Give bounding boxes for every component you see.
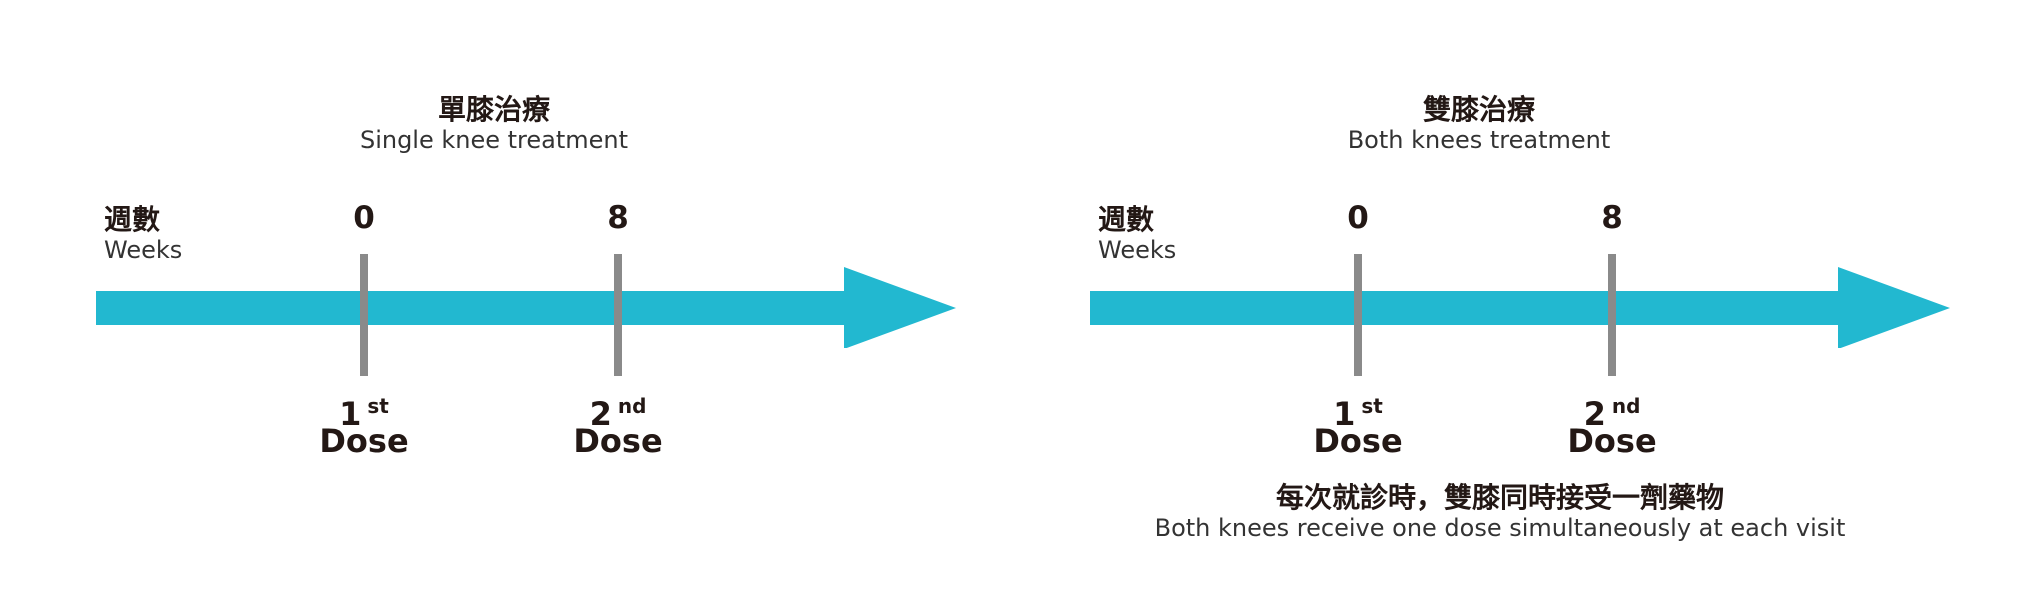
axis-label-en: Weeks	[1098, 236, 1177, 264]
axis-label-zh: 週數	[104, 203, 161, 236]
arrow-shaft	[1090, 291, 1840, 325]
both-knees-panel: 雙膝治療 Both knees treatment 週數 Weeks 0 8 1…	[1000, 0, 2000, 599]
dose-number: 2	[589, 395, 612, 433]
first-dose-label: Dose	[1313, 422, 1403, 460]
timeline-arrow	[96, 267, 956, 348]
week-8-tick	[1608, 254, 1616, 376]
dose-suffix: nd	[617, 394, 647, 418]
first-dose-label: Dose	[319, 422, 409, 460]
axis-label-zh: 週數	[1098, 203, 1155, 236]
panel-title-zh: 雙膝治療	[1422, 93, 1535, 126]
dose-number: 1	[339, 395, 362, 433]
dose-suffix: st	[367, 394, 389, 418]
week-label-0: 0	[353, 200, 375, 236]
dose-number: 2	[1583, 395, 1606, 433]
simultaneous-note-en: Both knees receive one dose simultaneous…	[1154, 514, 1846, 542]
dose-suffix: st	[1361, 394, 1383, 418]
panel-title-en: Single knee treatment	[359, 126, 629, 154]
second-dose-label: Dose	[1567, 422, 1657, 460]
second-dose-label: Dose	[573, 422, 663, 460]
axis-label-en: Weeks	[104, 236, 183, 264]
dose-suffix: nd	[1611, 394, 1641, 418]
arrow-head	[844, 267, 956, 348]
timeline-arrow	[1090, 267, 1950, 348]
panel-title-zh: 單膝治療	[437, 93, 550, 126]
week-8-tick	[614, 254, 622, 376]
simultaneous-note-zh: 每次就診時，雙膝同時接受一劑藥物	[1275, 481, 1724, 514]
week-label-8: 8	[607, 200, 629, 236]
week-label-0: 0	[1347, 200, 1369, 236]
arrow-shaft	[96, 291, 846, 325]
single-knee-panel: 單膝治療 Single knee treatment 週數 Weeks 0 8 …	[0, 0, 1000, 599]
week-0-tick	[1354, 254, 1362, 376]
dose-number: 1	[1333, 395, 1356, 433]
week-label-8: 8	[1601, 200, 1623, 236]
week-0-tick	[360, 254, 368, 376]
panel-title-en: Both knees treatment	[1347, 126, 1611, 154]
arrow-head	[1838, 267, 1950, 348]
